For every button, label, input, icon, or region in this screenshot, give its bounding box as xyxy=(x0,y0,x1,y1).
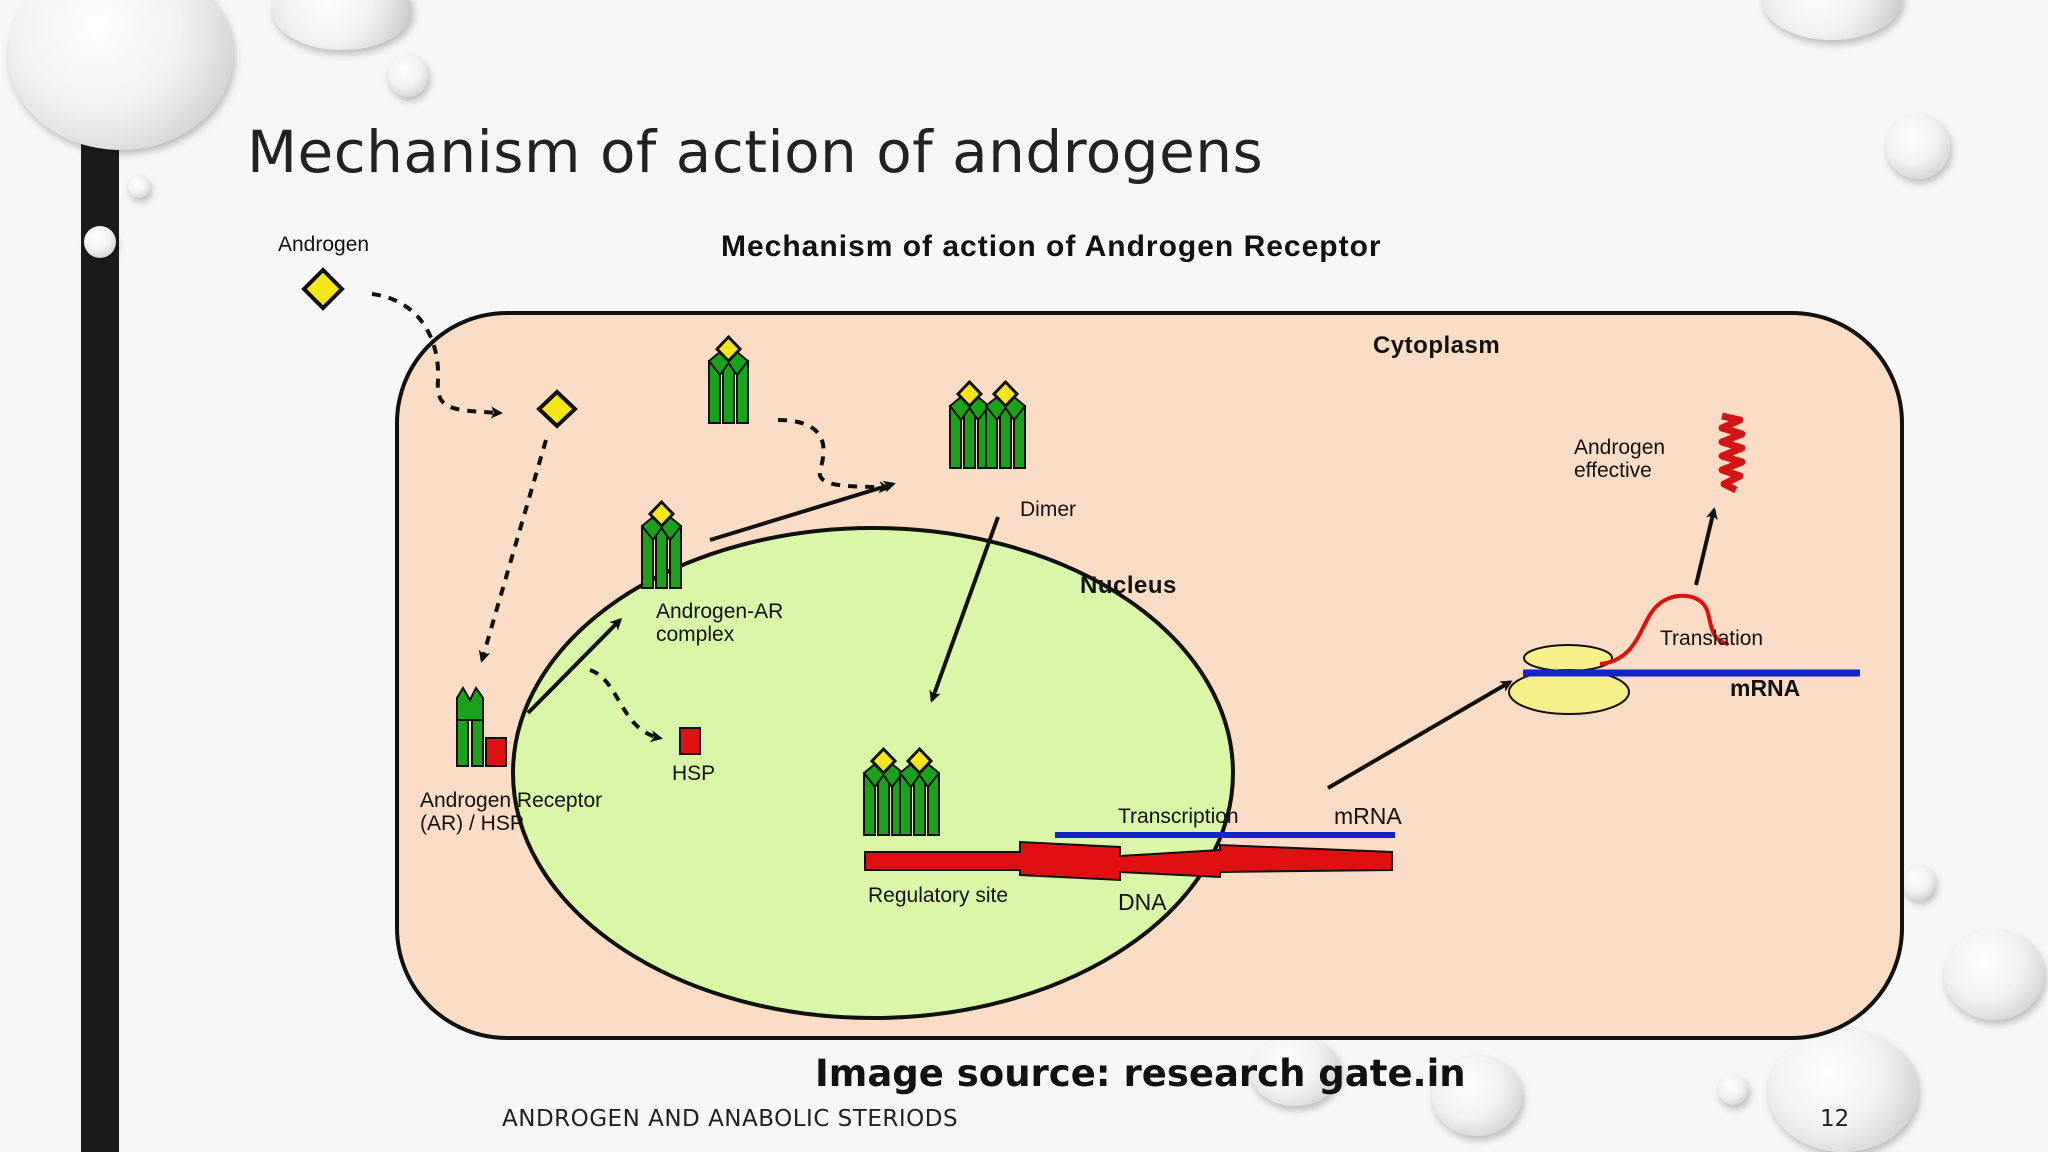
ar-hsp-label-line2: (AR) / HSP xyxy=(420,812,524,835)
androgen-effective-label-line1: Androgen xyxy=(1574,436,1665,459)
water-drop-decoration xyxy=(128,176,150,198)
hsp-protein xyxy=(679,727,701,755)
androgen-effective-label-line2: effective xyxy=(1574,459,1652,482)
slide-title: Mechanism of action of androgens xyxy=(247,118,1264,186)
image-source-caption: Image source: research gate.in xyxy=(815,1052,1466,1095)
androgen-receptor-hsp-complex xyxy=(456,686,507,767)
water-drop-decoration xyxy=(272,0,412,50)
water-drop-decoration xyxy=(8,0,233,150)
dashed-arrow-to-hsp xyxy=(589,668,663,743)
transcription-label: Transcription xyxy=(1118,805,1239,828)
androgen-effective-protein xyxy=(1718,412,1746,494)
arrow-complex-to-dimer xyxy=(709,480,896,542)
androgen-ar-label-line2: complex xyxy=(656,623,735,646)
arrow-dimer-to-nucleus xyxy=(929,516,1000,703)
dna-strand xyxy=(864,840,1393,882)
ribosome xyxy=(1508,644,1630,715)
water-drop-decoration xyxy=(84,226,116,258)
slide-footer: ANDROGEN AND ANABOLIC STERIODS xyxy=(502,1106,959,1132)
dimer-label: Dimer xyxy=(1020,498,1076,521)
water-drop-decoration xyxy=(1250,1036,1340,1106)
nucleus-label: Nucleus xyxy=(1080,572,1177,599)
mrna-label-cytoplasm: mRNA xyxy=(1730,675,1800,701)
diagram-heading: Mechanism of action of Androgen Receptor xyxy=(721,230,1382,263)
ar-hsp-label-line1: Androgen Receptor xyxy=(420,789,602,812)
regulatory-site-label: Regulatory site xyxy=(868,884,1008,907)
androgen-ar-label-line1: Androgen-AR xyxy=(656,600,783,623)
translation-protein-chain xyxy=(1599,593,1729,666)
water-drop-decoration xyxy=(1944,930,2044,1020)
hsp-label: HSP xyxy=(672,762,715,785)
cytoplasm-label: Cytoplasm xyxy=(1373,332,1500,359)
water-drop-decoration xyxy=(1762,0,1902,40)
dashed-arrow-to-receptor xyxy=(478,439,548,663)
water-drop-decoration xyxy=(1718,1075,1748,1105)
dashed-arrow-androgen-entry xyxy=(371,292,503,419)
arrow-to-androgen-effective xyxy=(1694,507,1718,586)
page-number: 12 xyxy=(1820,1106,1850,1132)
arrow-to-androgen-ar-complex xyxy=(526,617,623,715)
dna-label: DNA xyxy=(1118,889,1167,915)
slide-left-bar xyxy=(81,0,119,1152)
translation-label: Translation xyxy=(1660,627,1763,650)
water-drop-decoration xyxy=(1886,115,1950,179)
androgen-receptor-diagram: Mechanism of action of Androgen Receptor… xyxy=(278,230,1904,1040)
water-drop-decoration xyxy=(1903,866,1935,900)
arrow-mrna-to-ribosome xyxy=(1326,680,1513,790)
water-drop-decoration xyxy=(1768,1030,1918,1152)
water-drop-decoration xyxy=(388,55,428,97)
androgen-molecule xyxy=(301,267,345,311)
water-drop-decoration xyxy=(1432,1056,1522,1136)
androgen-label: Androgen xyxy=(278,233,369,256)
mrna-label-nucleus: mRNA xyxy=(1334,803,1402,829)
androgen-molecule-cytoplasm xyxy=(536,389,578,429)
